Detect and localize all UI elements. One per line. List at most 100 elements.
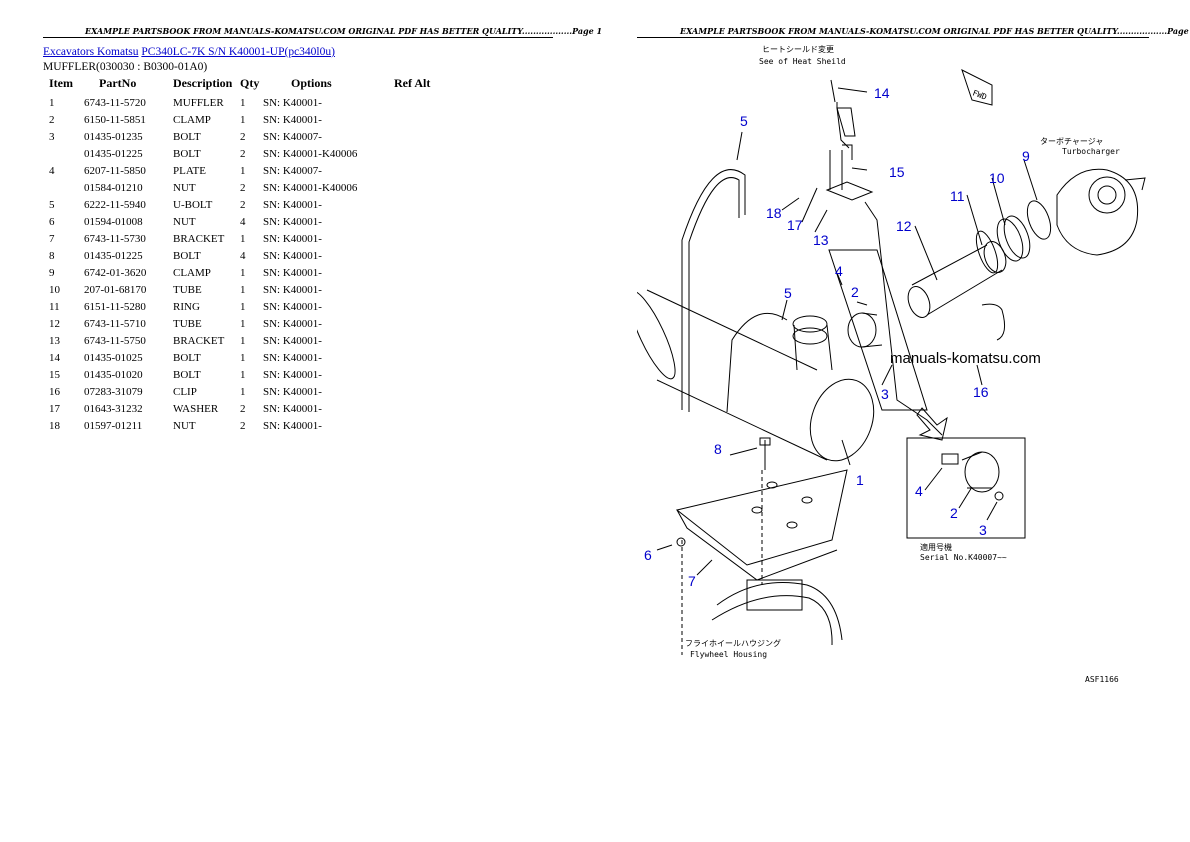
callout-detail-4: 4 (915, 483, 923, 499)
callout-16: 16 (973, 384, 989, 400)
description-cell: MUFFLER (173, 96, 224, 109)
diagram-svg: ターボチャージャ Turbocharger ヒートシールド変更 See of H… (637, 44, 1146, 684)
description-cell: CLAMP (173, 113, 211, 126)
partno-cell: 6222-11-5940 (84, 198, 146, 211)
options-cell: SN: K40007- (263, 130, 322, 143)
fwd-label: FWD (971, 88, 988, 101)
breadcrumb-link-model[interactable]: PC340LC-7K S/N K40001-UP(pc340l0u) (141, 46, 335, 58)
item-cell: 5 (49, 198, 55, 211)
options-cell: SN: K40001-K40006 (263, 181, 358, 194)
parts-table: Item PartNo Description Qty Options Ref … (43, 76, 430, 434)
callout-13: 13 (813, 232, 829, 248)
partno-cell: 6743-11-5730 (84, 232, 146, 245)
col-description-header: Description (173, 76, 233, 90)
item-cell: 2 (49, 113, 55, 126)
qty-cell: 1 (240, 300, 246, 313)
item-cell: 13 (49, 334, 60, 347)
description-cell: WASHER (173, 402, 219, 415)
refalt-cell (394, 298, 430, 315)
item-cell: 6 (49, 215, 55, 228)
description-cell: NUT (173, 215, 196, 228)
col-partno-header: PartNo (99, 76, 137, 90)
description-cell: BOLT (173, 351, 201, 364)
options-cell: SN: K40001- (263, 419, 322, 432)
partno-cell: 01597-01211 (84, 419, 143, 432)
partno-cell: 01435-01225 (84, 147, 143, 160)
refalt-cell (394, 145, 430, 162)
serial-label: Serial No.K40007~~ (920, 553, 1007, 562)
partno-cell: 01584-01210 (84, 181, 143, 194)
partno-cell: 01594-01008 (84, 215, 143, 228)
description-cell: CLIP (173, 385, 197, 398)
options-cell: SN: K40001- (263, 385, 322, 398)
description-cell: NUT (173, 181, 196, 194)
refalt-cell (394, 366, 430, 383)
callout-8: 8 (714, 441, 722, 457)
drawing-code: ASF1166 (1085, 675, 1119, 684)
callout-6: 6 (644, 547, 652, 563)
options-cell: SN: K40001- (263, 232, 322, 245)
description-cell: BRACKET (173, 334, 225, 347)
description-cell: BOLT (173, 249, 201, 262)
refalt-cell (394, 332, 430, 349)
callout-14: 14 (874, 85, 890, 101)
options-cell: SN: K40007- (263, 164, 322, 177)
item-cell: 3 (49, 130, 55, 143)
item-cell (43, 179, 84, 196)
col-refalt-header: Ref Alt (394, 76, 431, 90)
partno-cell: 01643-31232 (84, 402, 143, 415)
callout-10: 10 (989, 170, 1005, 186)
callout-15: 15 (889, 164, 905, 180)
qty-cell: 1 (240, 385, 246, 398)
callout-4: 4 (835, 263, 843, 279)
description-cell: BRACKET (173, 232, 225, 245)
refalt-cell (394, 162, 430, 179)
refalt-cell (394, 230, 430, 247)
options-cell: SN: K40001- (263, 113, 322, 126)
callout-3: 3 (881, 386, 889, 402)
description-cell: BOLT (173, 368, 201, 381)
item-cell: 7 (49, 232, 55, 245)
flywheel-label: Flywheel Housing (690, 650, 767, 659)
callout-11: 11 (950, 188, 965, 204)
col-qty-header: Qty (240, 76, 260, 90)
description-cell: U-BOLT (173, 198, 213, 211)
refalt-cell (394, 179, 430, 196)
qty-cell: 2 (240, 419, 246, 432)
options-cell: SN: K40001- (263, 249, 322, 262)
refalt-cell (394, 400, 430, 417)
partno-cell: 01435-01235 (84, 130, 143, 143)
description-cell: CLAMP (173, 266, 211, 279)
refalt-cell (394, 349, 430, 366)
item-cell: 17 (49, 402, 60, 415)
partno-cell: 6742-01-3620 (84, 266, 147, 279)
breadcrumb-link-excavators[interactable]: Excavators Komatsu (43, 46, 139, 58)
callout-9: 9 (1022, 148, 1030, 164)
item-cell (43, 145, 84, 162)
muffler-exploded-diagram: ターボチャージャ Turbocharger ヒートシールド変更 See of H… (637, 40, 1149, 700)
watermark: manuals-komatsu.com (890, 350, 1041, 367)
qty-cell: 1 (240, 368, 246, 381)
parts-table-header: Item PartNo Description Qty Options Ref … (43, 76, 430, 94)
item-cell: 12 (49, 317, 60, 330)
options-cell: SN: K40001- (263, 266, 322, 279)
options-cell: SN: K40001-K40006 (263, 147, 358, 160)
options-cell: SN: K40001- (263, 317, 322, 330)
callout-5-upper: 5 (740, 113, 748, 129)
item-cell: 11 (49, 300, 60, 313)
item-cell: 14 (49, 351, 60, 364)
callout-detail-3: 3 (979, 522, 987, 538)
description-cell: NUT (173, 419, 196, 432)
options-cell: SN: K40001- (263, 283, 322, 296)
partno-cell: 6150-11-5851 (84, 113, 146, 126)
refalt-cell (394, 417, 430, 434)
partno-cell: 6207-11-5850 (84, 164, 146, 177)
refalt-cell (394, 128, 430, 145)
